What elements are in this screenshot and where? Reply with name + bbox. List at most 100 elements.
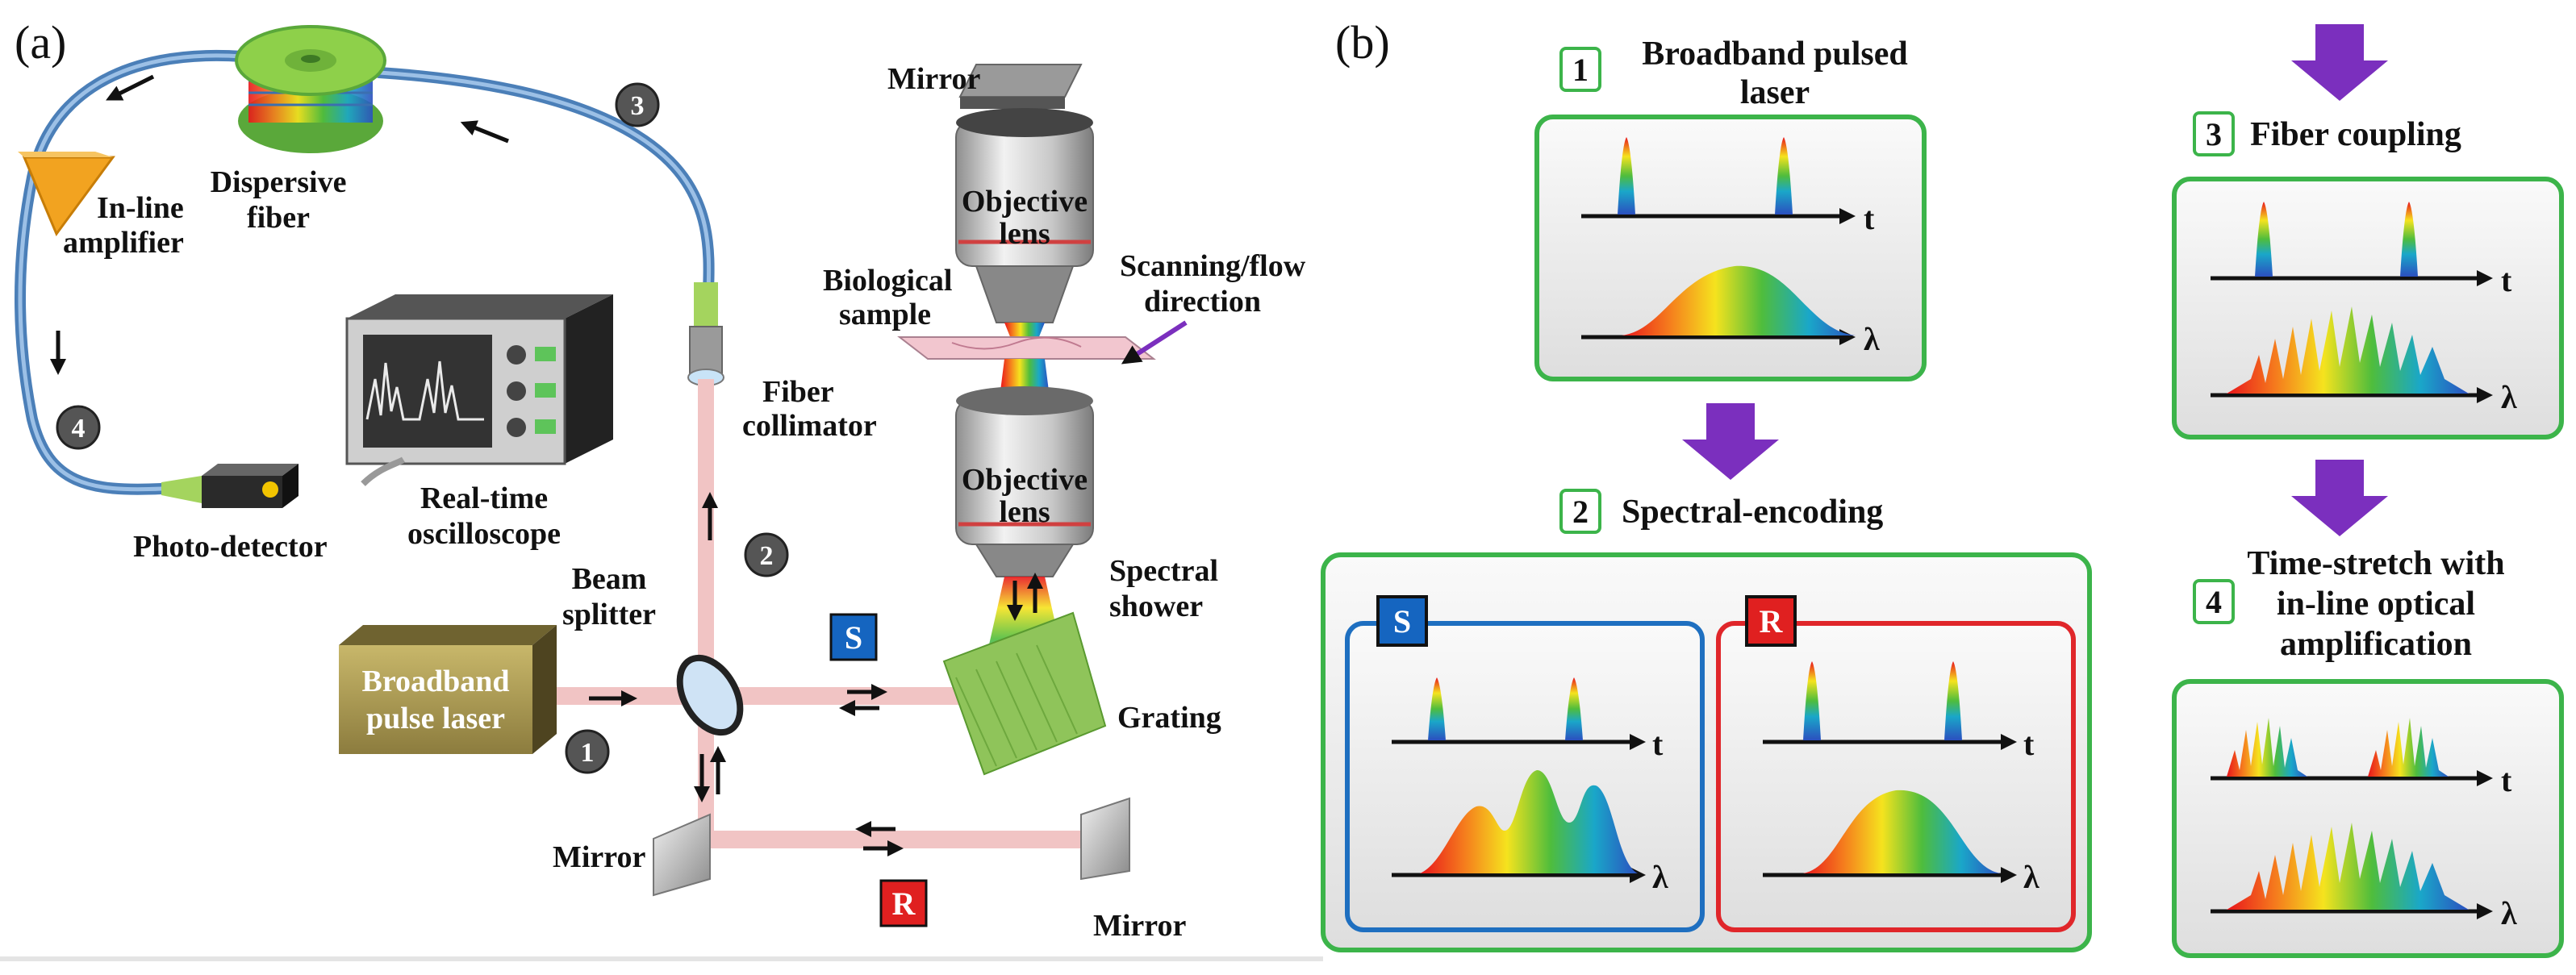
step-4-lambda-label: λ <box>2501 895 2517 931</box>
mirror-left-icon <box>653 813 711 897</box>
step-2-s-lambda-label: λ <box>1652 859 1668 895</box>
mirror-left-label: Mirror <box>553 840 645 874</box>
dispersive-fiber-spool <box>235 25 386 153</box>
beam-splitter-label-1: Beam <box>572 562 647 596</box>
step-2-sample-plots: t λ <box>1392 677 1668 895</box>
oscilloscope-icon <box>345 294 613 465</box>
svg-text:2: 2 <box>1572 494 1589 530</box>
svg-text:R: R <box>892 885 916 922</box>
step-4-t-label: t <box>2501 762 2512 798</box>
spectral-shower-label-1: Spectral <box>1109 554 1218 588</box>
step-1-title-1: Broadband pulsed <box>1642 35 1908 73</box>
step-3-lambda-label: λ <box>2501 379 2517 415</box>
reference-arm-square: R <box>879 879 928 927</box>
svg-text:4: 4 <box>2206 584 2222 620</box>
broadband-laser-box: Broadband pulse laser <box>339 625 557 754</box>
objective-bottom-label-1: Objective <box>962 463 1088 497</box>
step-1-plots: t λ <box>1581 137 1880 357</box>
panel-b-letter: (b) <box>1335 16 1390 69</box>
oscilloscope-label-2: oscilloscope <box>407 517 561 551</box>
mirror-right-icon <box>1080 797 1130 881</box>
step-4-header: 4 Time-stretch with in-line optical ampl… <box>2193 545 2505 663</box>
panel-b: (b) 1 Broadband pulsed laser t λ 2 Spect… <box>1321 16 2564 958</box>
step-3-plots: t λ <box>2211 202 2517 415</box>
objective-top-label-1: Objective <box>962 185 1088 219</box>
step-2-reference-box <box>1716 621 2076 932</box>
svg-text:S: S <box>1393 603 1411 640</box>
step-4-plots: t λ <box>2211 718 2517 931</box>
step-circle-1: 1 <box>565 729 610 774</box>
biological-sample-label-1: Biological <box>823 264 952 298</box>
dispersive-fiber-label-2: fiber <box>247 201 310 235</box>
svg-text:1: 1 <box>581 738 595 768</box>
grating-icon <box>942 611 1107 776</box>
direction-arrows <box>50 74 1043 856</box>
photo-detector-icon <box>161 464 299 508</box>
step-3-title: Fiber coupling <box>2250 116 2461 153</box>
beam-splitter-icon <box>676 654 744 736</box>
svg-text:3: 3 <box>2206 116 2222 152</box>
step-2-title: Spectral-encoding <box>1622 494 1883 531</box>
scanning-label-2: direction <box>1144 285 1261 319</box>
mirror-right-label: Mirror <box>1093 909 1186 943</box>
detector-cable <box>361 456 406 486</box>
step-3-t-label: t <box>2501 262 2512 298</box>
step-4-title-1: Time-stretch with <box>2247 545 2504 582</box>
fiber-collimator-label-1: Fiber <box>762 375 834 409</box>
step-4-title-3: amplification <box>2280 626 2472 663</box>
step-2-header: 2 Spectral-encoding <box>1559 489 1883 534</box>
laser-label-line1: Broadband <box>361 665 509 698</box>
step-circle-4: 4 <box>56 405 101 450</box>
inline-amplifier-icon <box>18 152 115 237</box>
step-2-reference-plots: t λ <box>1763 661 2040 895</box>
fiber-collimator-label-2: collimator <box>742 409 877 443</box>
objective-top-label-2: lens <box>999 217 1050 251</box>
flow-arrow-into-3 <box>2291 24 2388 101</box>
amplifier-label-1: In-line <box>97 191 184 225</box>
svg-text:4: 4 <box>72 414 86 444</box>
sample-arm-square: S <box>829 613 878 661</box>
step-2-r-lambda-label: λ <box>2023 859 2040 895</box>
step-3-header: 3 Fiber coupling <box>2193 111 2461 156</box>
svg-text:R: R <box>1760 603 1784 640</box>
biological-sample-label-2: sample <box>839 298 931 331</box>
scanning-label-1: Scanning/flow <box>1120 249 1306 283</box>
flow-arrow-3-to-4 <box>2291 460 2388 536</box>
svg-text:3: 3 <box>631 91 645 121</box>
amplifier-label-2: amplifier <box>63 226 184 260</box>
step-1-title-2: laser <box>1740 74 1810 111</box>
step-circle-3: 3 <box>615 82 660 127</box>
step-4-title-2: in-line optical <box>2277 585 2475 623</box>
step-1-t-label: t <box>1864 200 1875 236</box>
dispersive-fiber-label-1: Dispersive <box>211 165 347 199</box>
step-2-s-t-label: t <box>1652 726 1664 762</box>
svg-text:2: 2 <box>760 541 774 571</box>
mirror-top-icon <box>958 64 1083 109</box>
step-2-r-t-label: t <box>2023 726 2035 762</box>
step-2-r-square: R <box>1745 595 1797 647</box>
step-2-sample-box <box>1345 621 1705 932</box>
scanning-direction-arrow <box>1121 320 1188 365</box>
fiber-cable <box>15 49 248 495</box>
grating-label: Grating <box>1117 701 1221 735</box>
laser-label-line2: pulse laser <box>366 702 505 735</box>
oscilloscope-label-1: Real-time <box>420 481 548 515</box>
step-1-box <box>1534 115 1927 381</box>
step-1-lambda-label: λ <box>1864 321 1880 357</box>
svg-text:S: S <box>845 619 862 656</box>
objective-bottom-label-2: lens <box>999 495 1050 529</box>
fiber-collimator-icon <box>687 282 724 386</box>
step-circle-2: 2 <box>744 532 789 577</box>
panel-a: (a) <box>0 16 1323 961</box>
flow-arrow-1-to-2 <box>1682 403 1779 480</box>
panel-a-baseline <box>0 956 1323 961</box>
step-1-header: 1 Broadband pulsed laser <box>1559 35 1908 111</box>
panel-a-letter: (a) <box>15 16 66 69</box>
mirror-top-label: Mirror <box>887 62 980 96</box>
step-2-s-square: S <box>1376 595 1428 647</box>
photo-detector-label: Photo-detector <box>133 530 328 564</box>
svg-text:1: 1 <box>1572 52 1589 88</box>
beam-splitter-label-2: splitter <box>562 598 656 631</box>
spectral-shower-label-2: shower <box>1109 590 1203 623</box>
